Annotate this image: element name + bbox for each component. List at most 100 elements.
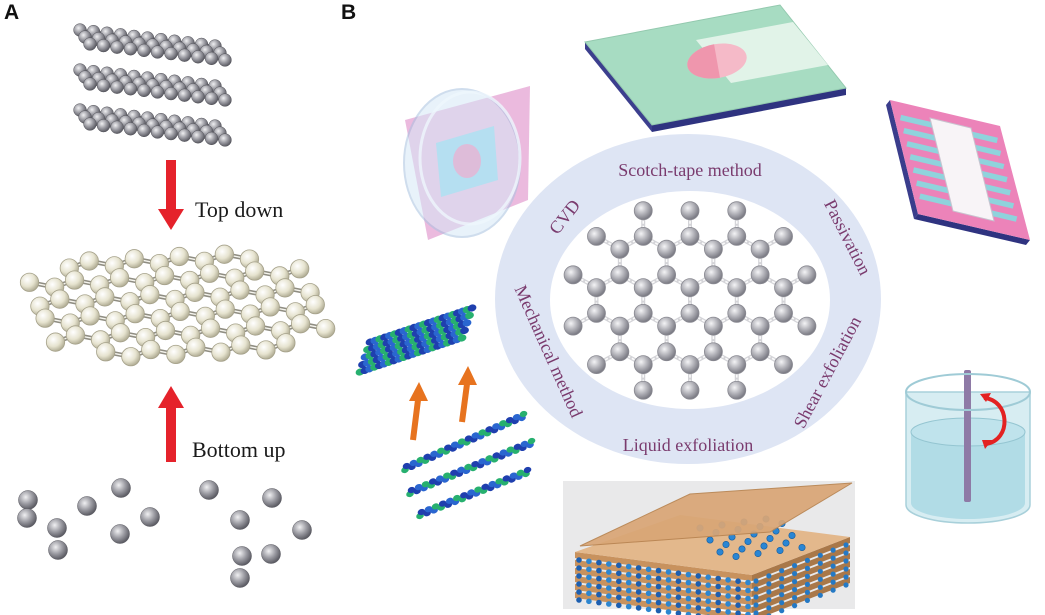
- nanowire-bead: [478, 458, 486, 465]
- top-down-arrow-head: [158, 209, 184, 230]
- nanoparticle: [635, 589, 642, 595]
- nanoparticle: [616, 578, 622, 585]
- carbon-atom: [200, 263, 220, 283]
- carbon-atom: [727, 380, 747, 400]
- nanowire-bead: [416, 456, 425, 464]
- nanoparticle: [792, 595, 798, 601]
- nanoparticle: [625, 603, 632, 610]
- method-liquid: Liquid exfoliation: [623, 435, 753, 455]
- pink-flake-half: [687, 44, 720, 79]
- nanoparticle: [645, 590, 652, 597]
- nanoparticle: [753, 586, 759, 592]
- carbon-atom: [587, 226, 606, 246]
- nanoparticle: [596, 559, 602, 566]
- nanoparticle: [685, 611, 692, 615]
- top-down-arrow-shaft: [166, 160, 176, 212]
- nanoparticle: [817, 592, 823, 598]
- carbon-atom: [256, 340, 276, 360]
- nanoparticle: [722, 540, 730, 548]
- nanoparticle: [804, 589, 811, 596]
- nanoparticle: [635, 597, 642, 603]
- carbon-atom: [316, 319, 336, 339]
- nanowire-bead: [485, 455, 493, 462]
- nanoparticle: [817, 576, 823, 582]
- nanoparticle: [586, 598, 592, 605]
- nanoparticle: [744, 537, 752, 545]
- carbon-atom: [276, 333, 296, 353]
- nanoparticle: [782, 539, 790, 547]
- carbon-atom: [587, 278, 606, 298]
- carbon-atom: [633, 278, 653, 298]
- nanowire-bead: [509, 472, 518, 479]
- carbon-atom: [750, 239, 770, 259]
- carbon-atom: [260, 297, 280, 317]
- nanoparticle: [655, 567, 662, 574]
- carbon-atom: [64, 270, 85, 290]
- carbon-atom: [211, 342, 231, 362]
- nanoparticle: [695, 597, 702, 603]
- carbon-atom: [680, 278, 700, 298]
- carbon-atom: [191, 50, 205, 64]
- nanowire-bead: [488, 480, 497, 488]
- nanoparticle: [732, 552, 740, 560]
- nanoparticle: [753, 610, 759, 615]
- nanowire-bead: [474, 486, 482, 493]
- carbon-atom: [750, 342, 770, 362]
- nanoparticle: [576, 597, 582, 603]
- nanowire-bead: [417, 508, 426, 516]
- carbon-atom: [123, 42, 138, 56]
- nanoparticle: [655, 583, 662, 590]
- nanoparticle: [745, 579, 751, 586]
- carbon-atom: [727, 201, 747, 221]
- panel-a: A Top down Bottom up: [4, 1, 336, 588]
- nanoparticle: [804, 565, 811, 572]
- nanoparticle: [695, 581, 702, 587]
- orange-arrow-head: [458, 366, 477, 385]
- nanoparticle: [766, 581, 772, 587]
- nanoparticle: [843, 582, 849, 588]
- carbon-atom: [80, 306, 100, 326]
- nanowire-bead: [402, 462, 411, 470]
- nanoparticle: [665, 609, 672, 615]
- nanoparticle: [715, 607, 721, 614]
- carbon-atom: [633, 303, 653, 323]
- nanoparticle: [715, 575, 721, 582]
- nanoparticle: [705, 590, 711, 596]
- nanoparticle: [779, 568, 785, 574]
- nanoparticle: [665, 577, 672, 583]
- carbon-atom: [204, 91, 219, 106]
- nanowire-bead: [438, 500, 447, 507]
- nanoparticle: [779, 592, 785, 598]
- carbon-atom: [797, 316, 817, 336]
- bottom-up-arrow-head: [158, 386, 184, 408]
- nanowire-bead: [435, 475, 444, 482]
- carbon-atom: [96, 342, 116, 362]
- carbon-atom: [218, 53, 232, 67]
- carbon-atom: [191, 130, 205, 144]
- carbon-atom: [680, 355, 700, 375]
- nanoparticle: [735, 610, 741, 615]
- nanowire-bead: [428, 478, 437, 485]
- carbon-atom: [164, 46, 178, 61]
- carbon-atom: [703, 342, 723, 362]
- carbon-atom: [124, 249, 144, 269]
- nanowire-bead: [421, 481, 430, 488]
- substrate-edge-front: [652, 88, 846, 132]
- nanoparticle: [675, 602, 682, 608]
- carbon-atom: [18, 490, 38, 510]
- nanoparticle: [675, 578, 682, 584]
- nanoparticle: [655, 591, 662, 598]
- carbon-atom: [137, 43, 151, 58]
- carbon-atom: [680, 201, 700, 221]
- carbon-atom: [177, 88, 192, 102]
- carbon-atom: [657, 239, 677, 259]
- carbon-atom: [563, 316, 583, 336]
- nanoparticle: [830, 563, 836, 569]
- carbon-atom: [657, 342, 677, 362]
- carbon-atom: [47, 518, 67, 538]
- nanoparticle: [792, 563, 798, 569]
- orange-arrow-head: [409, 382, 428, 401]
- layer-side-face: [752, 537, 850, 581]
- nanoparticle: [606, 601, 612, 607]
- nanoparticle: [830, 571, 836, 577]
